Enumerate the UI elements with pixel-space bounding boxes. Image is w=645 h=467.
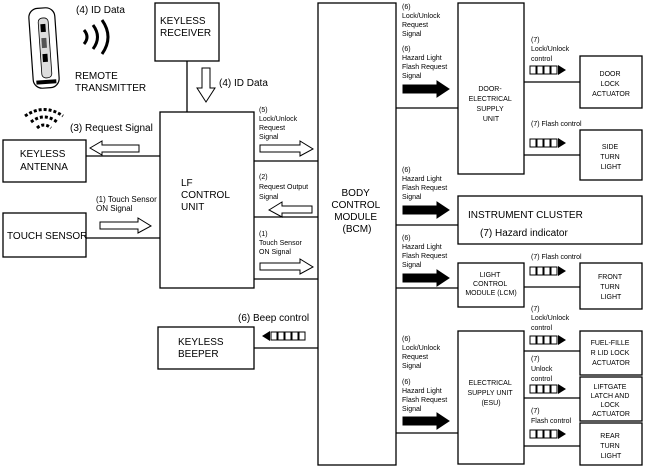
esu-unlock-control-arrow (529, 384, 566, 394)
remote-transmitter-label: REMOTE TRANSMITTER (75, 71, 146, 94)
bcm-label: BODY CONTROL MODULE (BCM) (331, 188, 382, 235)
esu-flash-control-arrow (529, 429, 566, 439)
beep-control-label: (6) Beep control (238, 313, 309, 324)
fuel-filler-box (579, 330, 643, 376)
keyless-beeper-box (157, 326, 255, 370)
door-lock-control-arrow (529, 65, 566, 75)
remote-transmitter-icon (28, 7, 60, 89)
lf-lock-unlock-label: (5) Lock/Unlock Request Signal (259, 107, 299, 141)
lcm-flash-control-arrow (529, 266, 566, 276)
instrument-cluster-label: INSTRUMENT CLUSTER (468, 210, 583, 221)
door-esu-label: DOOR- ELECTRICAL SUPPLY UNIT (469, 86, 514, 123)
beep-control-arrow (262, 331, 306, 341)
lcm-box (457, 262, 525, 308)
keyless-antenna-box (2, 139, 87, 183)
id-data-top-label: (4) ID Data (76, 5, 125, 16)
keyless-receiver-label: KEYLESS RECEIVER (160, 16, 211, 39)
lf-touch-right-arrow (259, 258, 315, 275)
lf-lock-right-arrow (259, 140, 315, 157)
bcm-esu-lock-label: (6) Lock/Unlock Request Signal (402, 336, 442, 370)
liftgate-box (579, 376, 643, 422)
lf-control-unit-label: LF CONTROL UNIT (181, 178, 232, 213)
id-data-mid-label: (4) ID Data (219, 78, 268, 89)
touch-right-arrow (99, 217, 153, 234)
door-esu-box (457, 2, 525, 175)
fuel-filler-label: FUEL-FILLE R LID LOCK ACTUATOR (591, 340, 632, 367)
side-turn-light-label: SIDE TURN LIGHT (600, 144, 622, 171)
bcm-ic-hazard-label: (6) Hazard Light Flash Request Signal (402, 167, 449, 201)
request-output-left-arrow (267, 201, 313, 218)
front-turn-light-label: FRONT TURN LIGHT (598, 274, 624, 301)
bcm-ic-arrow (402, 201, 450, 219)
keyless-receiver-box (154, 2, 220, 62)
rear-turn-light-label: REAR TURN LIGHT (600, 433, 622, 460)
esu-unlock-control-label: (7) Unlock control (531, 356, 554, 383)
door-flash-control-label: (7) Flash control (531, 121, 582, 128)
antenna-wave-icon (24, 108, 64, 130)
bcm-lcm-hazard-label: (6) Hazard Light Flash Request Signal (402, 235, 449, 269)
esu-lock-control-label: (7) Lock/Unlock control (531, 306, 571, 332)
lf-touch-on-label: (1) Touch Sensor ON Signal (259, 231, 304, 256)
liftgate-label: LIFTGATE LATCH AND LOCK ACTUATOR (591, 384, 632, 418)
radio-wave-icon (82, 19, 110, 55)
bcm-box (317, 2, 397, 466)
bcm-door-hazard-label: (6) Hazard Light Flash Request Signal (402, 46, 449, 80)
request-signal-label: (3) Request Signal (70, 123, 153, 134)
side-turn-light-box (579, 129, 643, 181)
esu-box (457, 330, 525, 465)
esu-flash-control-label: (7) Flash control (531, 408, 572, 425)
touch-sensor-box (2, 212, 87, 258)
bcm-door-arrow (402, 80, 450, 98)
front-turn-light-box (579, 262, 643, 310)
instrument-cluster-box (457, 195, 643, 245)
keyless-beeper-label: KEYLESS BEEPER (178, 337, 226, 360)
door-lock-actuator-label: DOOR LOCK ACTUATOR (592, 71, 630, 98)
bcm-lcm-arrow (402, 269, 450, 287)
esu-lock-control-arrow (529, 335, 566, 345)
lf-request-output-label: (2) Request Output Signal (259, 174, 310, 201)
bcm-esu-arrow (402, 412, 450, 430)
lcm-flash-control-label: (7) Flash control (531, 254, 582, 261)
touch-on-left-label: (1) Touch Sensor ON Signal (96, 195, 159, 213)
request-left-arrow (89, 140, 140, 156)
esu-label: ELECTRICAL SUPPLY UNIT (ESU) (467, 380, 514, 407)
id-data-down-arrow (196, 67, 216, 103)
door-lock-control-label: (7) Lock/Unlock control (531, 37, 571, 63)
bcm-door-lock-label: (6) Lock/Unlock Request Signal (402, 4, 442, 38)
lf-control-unit-box (159, 111, 255, 289)
door-lock-actuator-box (579, 55, 643, 109)
bcm-esu-hazard-label: (6) Hazard Light Flash Request Signal (402, 379, 449, 413)
hazard-indicator-label: (7) Hazard indicator (480, 228, 568, 239)
door-flash-control-arrow (529, 138, 566, 148)
rear-turn-light-box (579, 422, 643, 466)
keyless-antenna-label: KEYLESS ANTENNA (20, 149, 68, 173)
lcm-label: LIGHT CONTROL MODULE (LCM) (465, 272, 516, 297)
touch-sensor-label: TOUCH SENSOR (7, 231, 87, 242)
